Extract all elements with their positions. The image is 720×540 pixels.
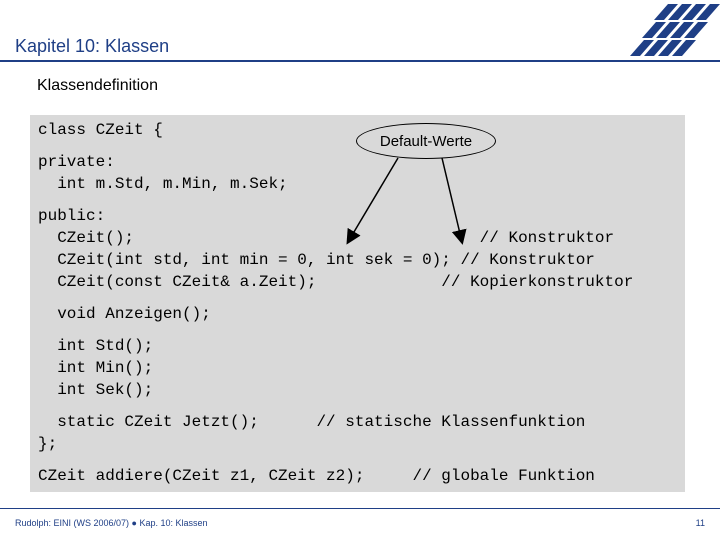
- callout-label: Default-Werte: [379, 132, 473, 150]
- code-line: CZeit addiere(CZeit z1, CZeit z2); // gl…: [38, 467, 595, 485]
- code-line: int Min();: [38, 359, 154, 377]
- code-line: static CZeit Jetzt(); // statische Klass…: [38, 413, 586, 431]
- code-line: void Anzeigen();: [38, 305, 211, 323]
- code-line: CZeit(int std, int min = 0, int sek = 0)…: [38, 251, 595, 269]
- page-number: 11: [695, 518, 705, 528]
- header-divider: [0, 60, 720, 62]
- code-line: int Std();: [38, 337, 154, 355]
- code-line: private:: [38, 153, 115, 171]
- code-line: CZeit(); // Konstruktor: [38, 229, 615, 247]
- code-line: int m.Std, m.Min, m.Sek;: [38, 175, 288, 193]
- code-line: public:: [38, 207, 106, 225]
- footer-text: Rudolph: EINI (WS 2006/07) ● Kap. 10: Kl…: [15, 518, 208, 528]
- default-values-callout: Default-Werte: [356, 123, 496, 159]
- code-line: class CZeit {: [38, 121, 163, 139]
- footer-divider: [0, 508, 720, 509]
- code-line: CZeit(const CZeit& a.Zeit); // Kopierkon…: [38, 273, 634, 291]
- code-line: int Sek();: [38, 381, 154, 399]
- section-heading: Klassendefinition: [37, 77, 158, 94]
- slide-title: Kapitel 10: Klassen: [15, 36, 170, 56]
- code-line: };: [38, 435, 58, 453]
- university-logo: [630, 4, 720, 56]
